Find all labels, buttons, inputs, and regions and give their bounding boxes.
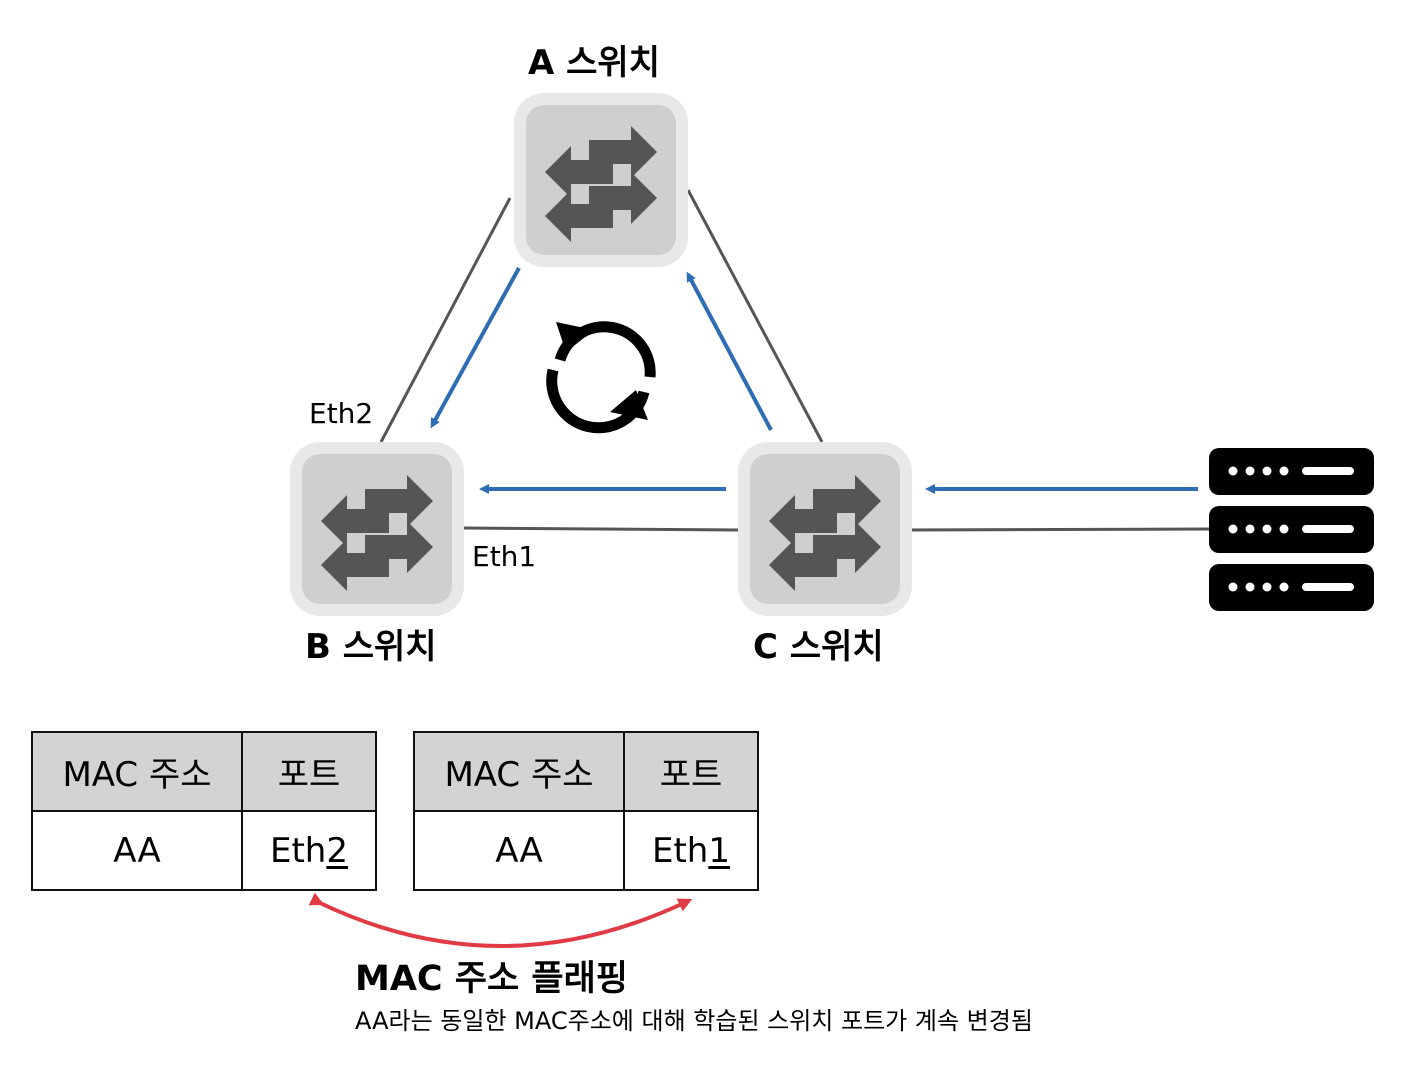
link-b-c bbox=[462, 526, 741, 532]
table-header-mac: MAC 주소 bbox=[413, 731, 625, 812]
switch-b-label: B 스위치 bbox=[305, 627, 437, 667]
switch-a-label: A 스위치 bbox=[528, 43, 660, 83]
switch-a-icon bbox=[514, 93, 688, 267]
port-label-eth1: Eth1 bbox=[472, 540, 537, 573]
table-cell-mac: AA bbox=[413, 810, 625, 891]
mac-table-c: MAC 주소 포트 AA Eth1 bbox=[413, 731, 759, 891]
table-header-port: 포트 bbox=[241, 731, 377, 812]
flow-arrow-a-to-b bbox=[430, 267, 521, 429]
caption-subtitle: AA라는 동일한 MAC주소에 대해 학습된 스위치 포트가 계속 변경됨 bbox=[355, 1007, 1033, 1035]
port-label-eth2: Eth2 bbox=[309, 397, 374, 430]
table-header-port: 포트 bbox=[623, 731, 759, 812]
switch-c-icon bbox=[738, 442, 912, 616]
table-cell-port: Eth2 bbox=[241, 810, 377, 891]
flow-arrow-c-to-a bbox=[686, 271, 773, 431]
table-cell-port: Eth1 bbox=[623, 810, 759, 891]
loop-refresh-icon bbox=[546, 321, 656, 434]
table-cell-mac: AA bbox=[31, 810, 243, 891]
switch-b-icon bbox=[290, 442, 464, 616]
link-a-c bbox=[686, 189, 824, 443]
caption-title: MAC 주소 플래핑 bbox=[355, 959, 628, 999]
table-header-mac: MAC 주소 bbox=[31, 731, 243, 812]
mac-table-b: MAC 주소 포트 AA Eth2 bbox=[31, 731, 377, 891]
server-icon bbox=[1209, 448, 1374, 611]
switch-c-label: C 스위치 bbox=[753, 627, 884, 667]
link-a-b bbox=[379, 197, 512, 443]
link-c-server bbox=[905, 527, 1211, 532]
flapping-arrow bbox=[308, 892, 693, 948]
